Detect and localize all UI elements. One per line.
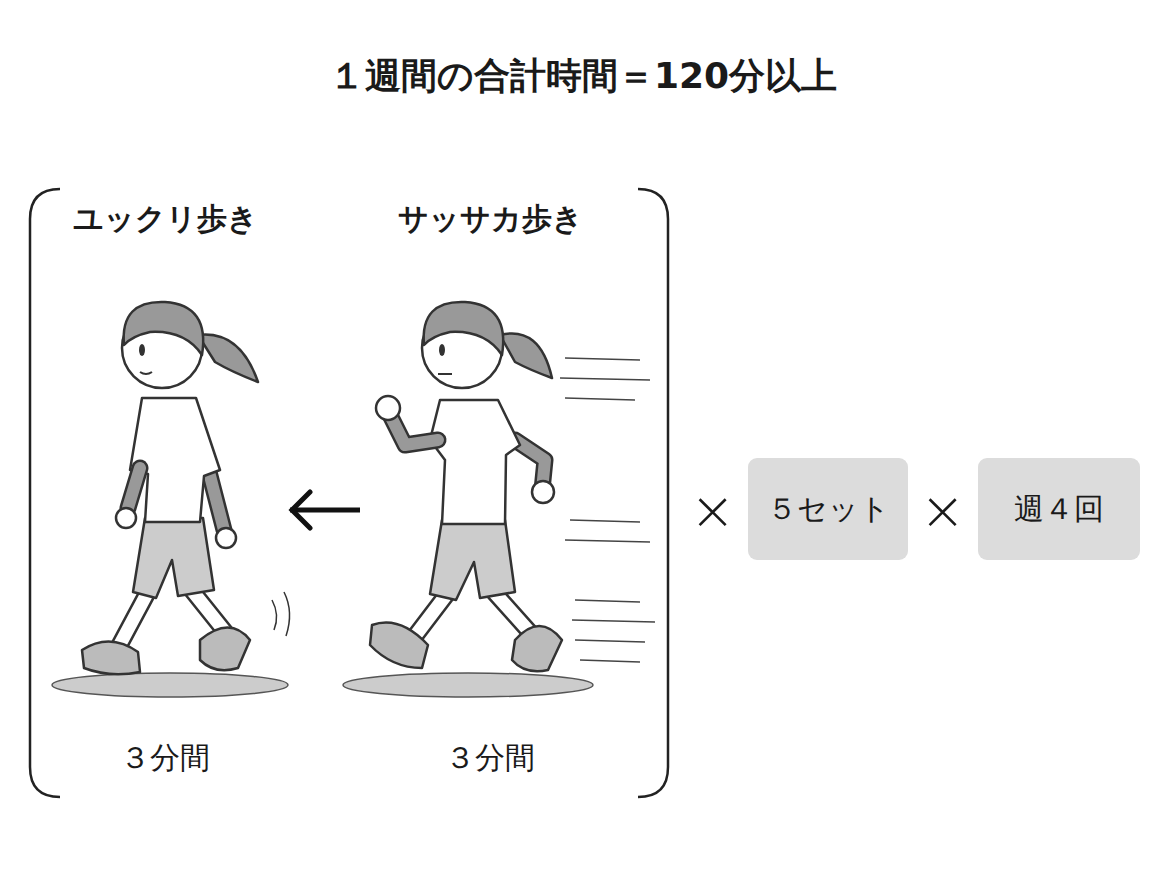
brisk-walk-step: サッサカ歩き ３分間 — [360, 197, 620, 787]
frequency-box: 週４回 — [978, 458, 1140, 560]
node-heading: 週４回 — [1014, 489, 1104, 530]
multiply-sign: × — [690, 484, 735, 538]
node-heading: サッサカ歩き — [398, 197, 583, 240]
sets-box: ５セット — [748, 458, 908, 560]
multiply-sign: × — [920, 484, 965, 538]
node-duration: ３分間 — [445, 738, 535, 787]
node-duration: ３分間 — [120, 738, 210, 787]
node-heading: ユックリ歩き — [73, 197, 258, 240]
title: １週間の合計時間＝120分以上 — [0, 52, 1166, 101]
right-bracket — [638, 189, 668, 797]
brisk-walker — [343, 302, 655, 697]
flow-arrow — [290, 492, 360, 528]
node-heading: ５セット — [767, 489, 890, 530]
slow-walker — [52, 302, 290, 697]
left-bracket — [30, 189, 60, 797]
slow-walk-step: ユックリ歩き ３分間 — [40, 197, 290, 787]
